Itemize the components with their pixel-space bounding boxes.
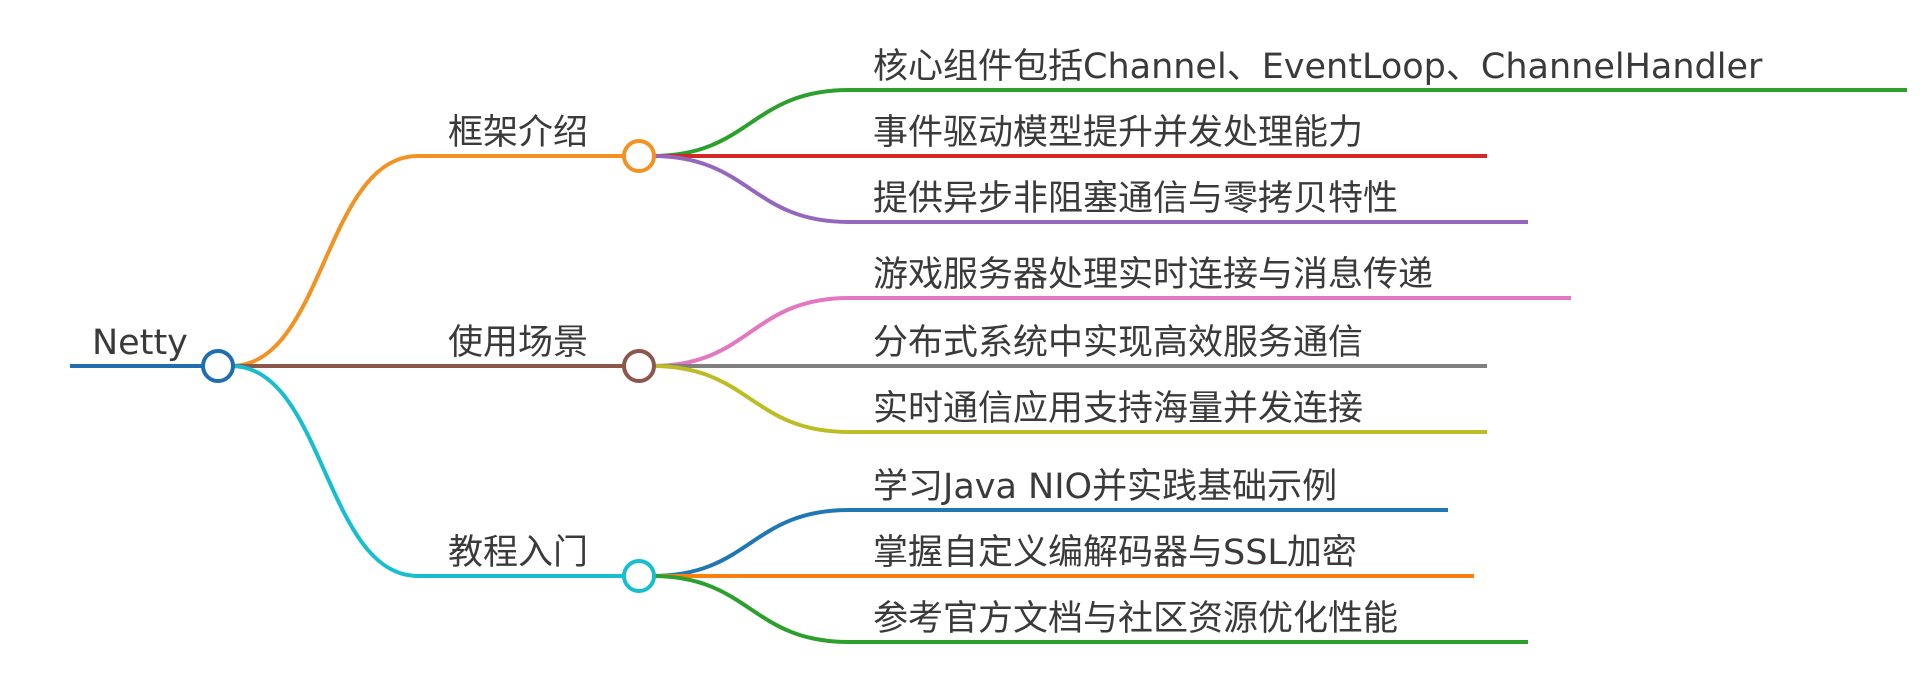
branch-connector [230, 154, 639, 368]
mindmap-nodes: 核心组件包括Channel、EventLoop、ChannelHandler 事件… [92, 47, 1763, 639]
branch-label: 框架介绍 [448, 113, 588, 153]
branch-node-circle[interactable] [622, 139, 656, 173]
mindmap-links [70, 88, 1907, 644]
leaf-connector [651, 574, 1528, 644]
leaf-connector [651, 508, 1448, 578]
leaf-connector [651, 296, 1571, 368]
leaf-label: 掌握自定义编解码器与SSL加密 [873, 533, 1357, 573]
leaf-label: 分布式系统中实现高效服务通信 [873, 323, 1363, 363]
branch-label: 教程入门 [448, 533, 588, 573]
leaf-label: 核心组件包括Channel、EventLoop、ChannelHandler [873, 47, 1763, 87]
leaf-connector [651, 154, 1528, 224]
leaf-label: 提供异步非阻塞通信与零拷贝特性 [873, 179, 1398, 219]
branch-node-circle[interactable] [622, 559, 656, 593]
leaf-label: 实时通信应用支持海量并发连接 [873, 389, 1363, 429]
leaf-label: 学习Java NIO并实践基础示例 [873, 467, 1337, 507]
leaf-label: 游戏服务器处理实时连接与消息传递 [873, 255, 1433, 295]
branch-label: 使用场景 [448, 323, 588, 363]
leaf-label: 事件驱动模型提升并发处理能力 [873, 113, 1363, 153]
leaf-connector [651, 364, 1487, 434]
root-label: Netty [92, 323, 188, 363]
leaf-connector [651, 88, 1907, 158]
branch-node-circle[interactable] [622, 349, 656, 383]
root-node-circle[interactable] [201, 349, 235, 383]
leaf-label: 参考官方文档与社区资源优化性能 [873, 599, 1398, 639]
branch-connector [230, 364, 639, 578]
